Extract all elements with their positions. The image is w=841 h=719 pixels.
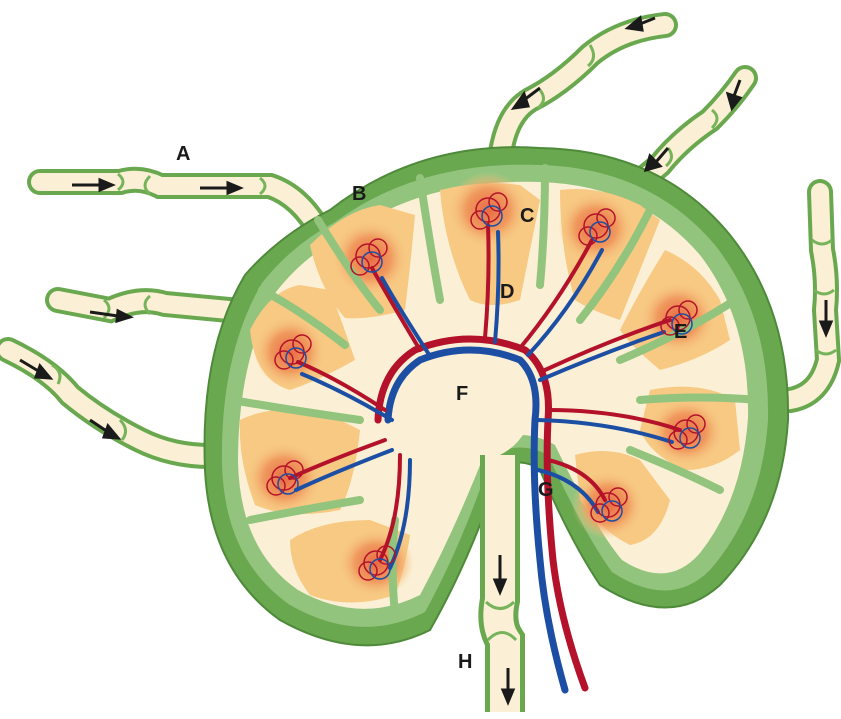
label-g: G — [538, 479, 554, 501]
label-f: F — [456, 383, 468, 405]
label-b: B — [352, 183, 366, 205]
label-c: C — [520, 205, 534, 227]
label-a: A — [176, 143, 190, 165]
follicle-7 — [572, 471, 644, 539]
label-e: E — [674, 321, 687, 343]
follicle-9 — [338, 529, 414, 597]
follicle-8 — [246, 442, 322, 514]
follicle-6 — [648, 398, 724, 466]
label-d: D — [500, 281, 514, 303]
label-h: H — [458, 651, 472, 673]
